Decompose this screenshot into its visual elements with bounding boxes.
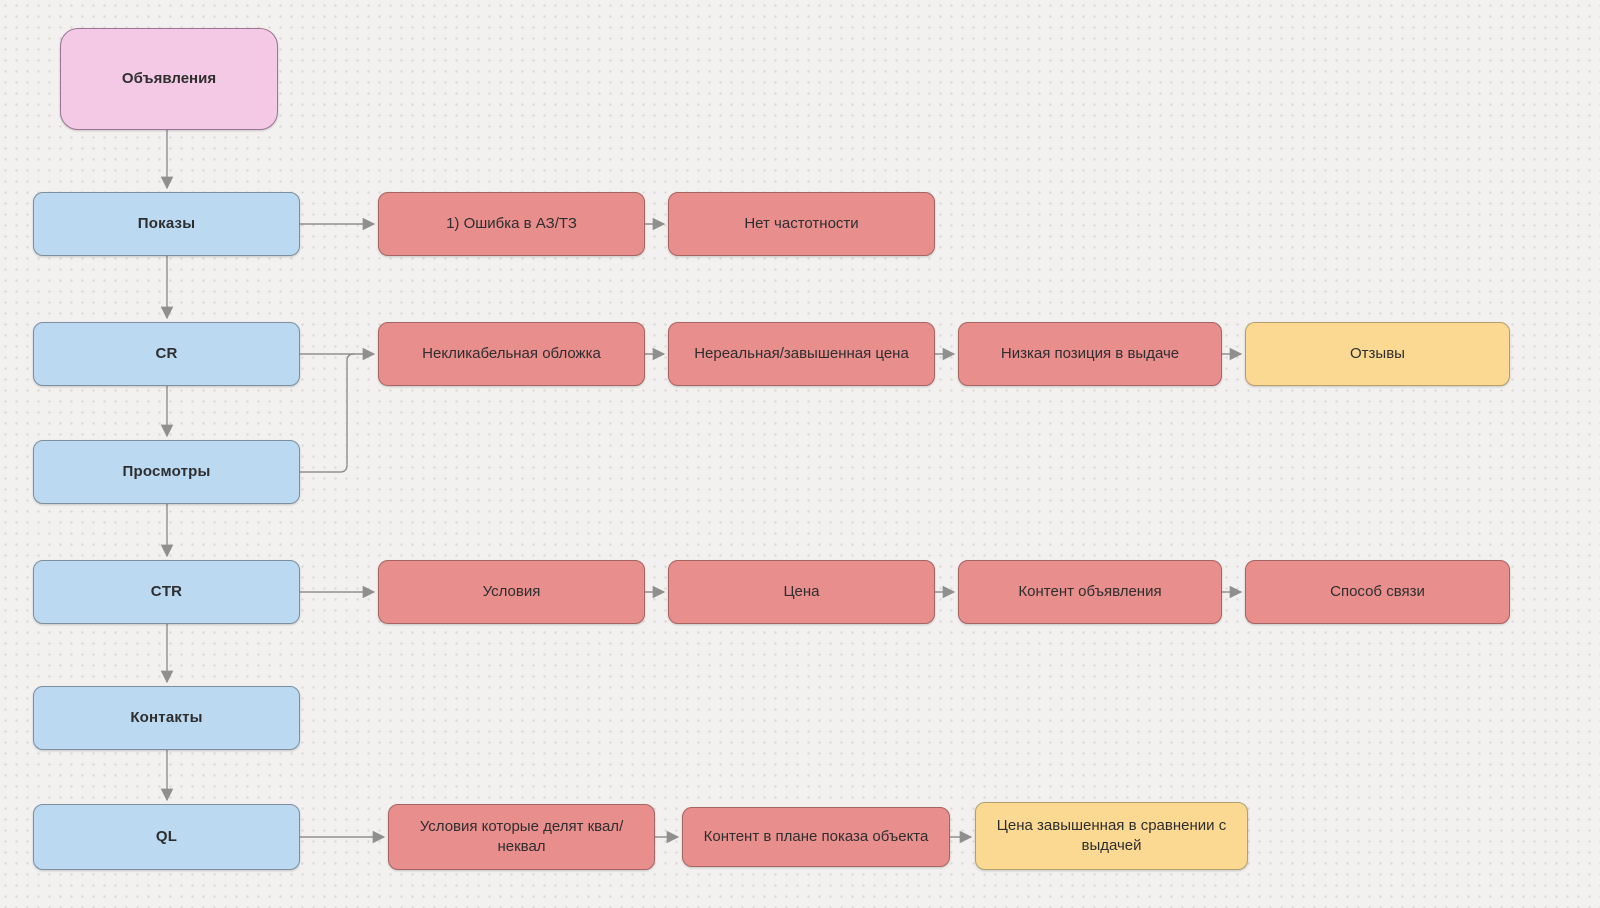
node-ql[interactable]: QL: [33, 804, 300, 870]
node-announcements-label: Объявления: [121, 69, 217, 87]
node-error-az-tz-label: 1) Ошибка в АЗ/ТЗ: [446, 214, 577, 232]
node-ctr[interactable]: CTR: [33, 560, 300, 624]
node-impressions[interactable]: Показы: [33, 192, 300, 256]
node-qual-split-conditions-label: Условия которые делят квал/неквал: [419, 817, 624, 855]
node-no-frequency[interactable]: Нет частотности: [668, 192, 935, 256]
node-conditions-label: Условия: [482, 582, 541, 600]
node-contact-method[interactable]: Способ связи: [1245, 560, 1510, 624]
node-unclickable-cover[interactable]: Некликабельная обложка: [378, 322, 645, 386]
node-ql-label: QL: [155, 827, 178, 845]
node-announcements[interactable]: Объявления: [60, 28, 278, 130]
node-error-az-tz[interactable]: 1) Ошибка в АЗ/ТЗ: [378, 192, 645, 256]
node-cr[interactable]: CR: [33, 322, 300, 386]
node-cr-label: CR: [155, 344, 178, 362]
connector-views-unclickable-cover[interactable]: [300, 353, 355, 473]
node-unreal-price[interactable]: Нереальная/завышенная цена: [668, 322, 935, 386]
node-qual-split-conditions[interactable]: Условия которые делят квал/неквал: [388, 804, 655, 870]
node-contacts-label: Контакты: [130, 708, 203, 726]
node-low-serp-position[interactable]: Низкая позиция в выдаче: [958, 322, 1222, 386]
node-ad-content-label: Контент объявления: [1018, 582, 1162, 600]
node-reviews-label: Отзывы: [1350, 344, 1405, 362]
node-price-above-serp-label: Цена завышенная в сравнении с выдачей: [996, 816, 1227, 854]
node-views-label: Просмотры: [122, 462, 211, 480]
node-no-frequency-label: Нет частотности: [744, 214, 859, 232]
node-low-serp-position-label: Низкая позиция в выдаче: [1000, 344, 1180, 362]
node-ad-content[interactable]: Контент объявления: [958, 560, 1222, 624]
node-impressions-label: Показы: [137, 214, 196, 232]
node-unclickable-cover-label: Некликабельная обложка: [422, 344, 601, 362]
node-price-above-serp[interactable]: Цена завышенная в сравнении с выдачей: [975, 802, 1248, 870]
node-object-show-content[interactable]: Контент в плане показа объекта: [682, 807, 950, 867]
node-reviews[interactable]: Отзывы: [1245, 322, 1510, 386]
node-object-show-content-label: Контент в плане показа объекта: [703, 827, 929, 845]
node-conditions[interactable]: Условия: [378, 560, 645, 624]
node-contacts[interactable]: Контакты: [33, 686, 300, 750]
node-ctr-label: CTR: [150, 582, 183, 600]
node-price[interactable]: Цена: [668, 560, 935, 624]
node-contact-method-label: Способ связи: [1330, 582, 1425, 600]
node-price-label: Цена: [783, 582, 820, 600]
node-views[interactable]: Просмотры: [33, 440, 300, 504]
node-unreal-price-label: Нереальная/завышенная цена: [694, 344, 909, 362]
